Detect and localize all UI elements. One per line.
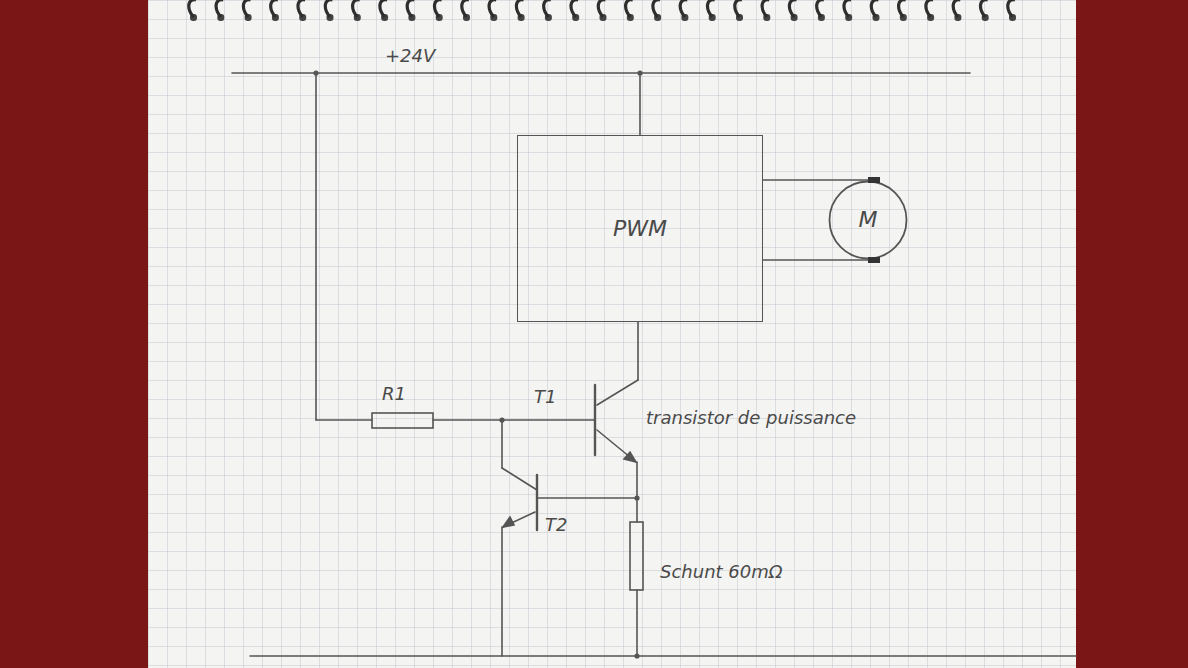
node-text: M — [859, 207, 878, 232]
pwm-box: PWM — [517, 135, 763, 322]
spiral-binding — [189, 0, 1016, 21]
paper — [148, 0, 1076, 668]
junction-dots — [313, 70, 642, 658]
motor-wire — [763, 179, 868, 181]
note-text: transistor de puissance — [646, 408, 856, 429]
resistor-label: R1 — [382, 384, 406, 405]
grid — [148, 0, 1076, 668]
resistor-symbol — [372, 413, 433, 428]
transistor-label: T2 — [545, 515, 567, 536]
shunt-symbol — [630, 522, 643, 590]
transistor-base — [536, 475, 538, 530]
motor-wire — [763, 259, 868, 261]
wires — [232, 73, 1076, 656]
voltage-label: +24V — [385, 46, 435, 67]
node-text: PWM — [613, 216, 667, 241]
motor-circle: M — [828, 180, 908, 260]
transistor-label: T1 — [534, 387, 556, 408]
shunt-label: Schunt 60mΩ — [660, 562, 783, 583]
transistor-base — [594, 385, 596, 455]
